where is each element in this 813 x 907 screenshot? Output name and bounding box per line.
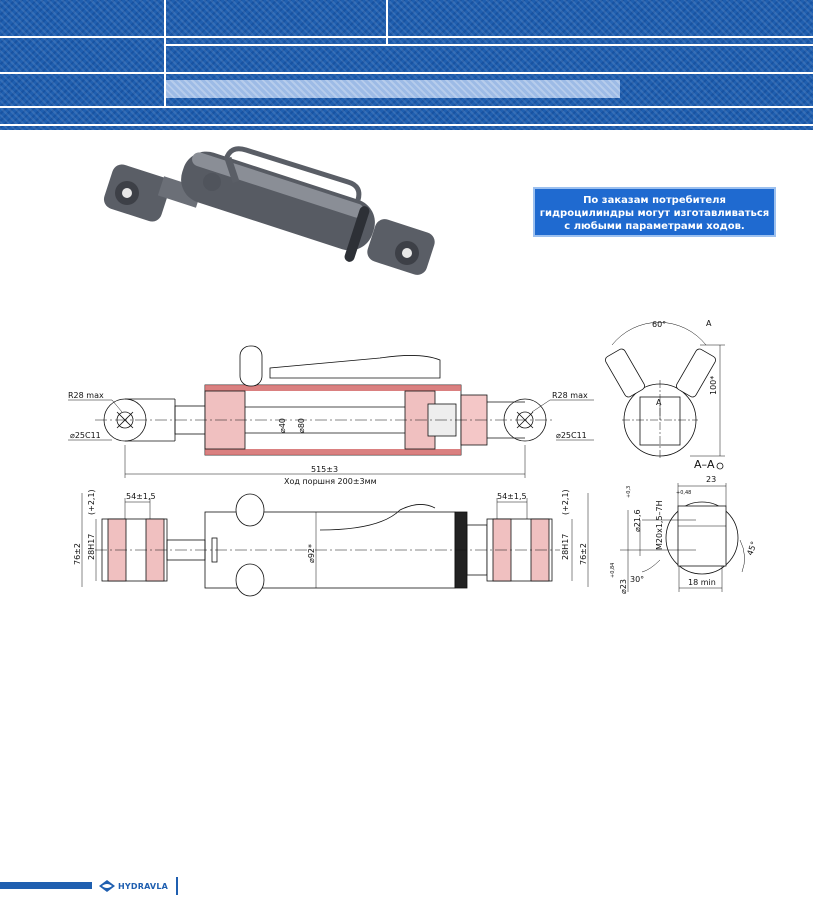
- diameter-21-6-label: ⌀21,6: [633, 509, 642, 532]
- note-line: гидроцилиндры могут изготавливаться: [539, 208, 770, 219]
- brand-name: HYDRAVLA: [118, 881, 169, 891]
- section-mark-top: A: [706, 319, 712, 328]
- port-width-label: 23: [706, 475, 716, 484]
- note-line: По заказам потребителя: [583, 195, 726, 206]
- height-right-label: 76±2: [579, 543, 588, 565]
- overall-length-label: 515±3: [311, 465, 338, 474]
- header-divider: [0, 72, 813, 74]
- min-18-label: 18 min: [688, 578, 716, 587]
- diameter-23-tol: +0,84: [610, 563, 616, 578]
- radius-right-label: R28 max: [552, 391, 588, 400]
- cylinder-3d-render: [103, 146, 435, 275]
- header-column-divider: [386, 0, 388, 44]
- height-100-label: 100*: [709, 376, 718, 395]
- bore-diameter-label: ⌀80: [297, 418, 306, 433]
- tolerance-left-label: (+2,1): [87, 489, 96, 515]
- pin-left-label: ⌀25C11: [70, 431, 101, 440]
- logo-divider: [176, 877, 179, 895]
- logo-icon: [99, 880, 115, 892]
- custom-order-note: По заказам потребителя гидроцилиндры мог…: [533, 187, 776, 237]
- pin-right-label: ⌀25C11: [556, 431, 587, 440]
- footer-bar: [0, 882, 92, 889]
- header-divider: [0, 106, 813, 108]
- width-right-label: 28H17: [561, 534, 570, 560]
- brand-logo: HYDRAVLA: [99, 876, 179, 896]
- end-view: [605, 322, 725, 460]
- rod-diameter-label: ⌀40: [278, 418, 287, 433]
- header-light-bar: [166, 80, 620, 98]
- header-column-divider: [164, 0, 166, 106]
- header-divider: [0, 124, 813, 126]
- section-title: A–A: [694, 458, 715, 471]
- diameter-21-6-tol: +0,3: [626, 486, 632, 498]
- longitudinal-section-view: [68, 345, 594, 478]
- port-depth-label: +0,48: [676, 490, 691, 496]
- angle-30-label: 30°: [630, 575, 644, 584]
- section-mark-center: A: [656, 398, 662, 407]
- slot-right-label: 54±1,5: [497, 492, 527, 501]
- stroke-label: Ход поршня 200±3мм: [284, 477, 377, 486]
- header-divider: [0, 36, 813, 38]
- plan-view: [81, 493, 589, 597]
- angle-60-label: 60°: [652, 320, 666, 329]
- section-aa-view: [620, 462, 745, 592]
- width-left-label: 28H17: [87, 534, 96, 560]
- thread-label: M20x1,5–7H: [655, 500, 664, 550]
- radius-left-label: R28 max: [68, 391, 104, 400]
- slot-left-label: 54±1,5: [126, 492, 156, 501]
- angle-45-label: 45°: [745, 540, 758, 556]
- note-line: с любыми параметрами ходов.: [564, 221, 745, 232]
- header-divider: [166, 44, 813, 46]
- tolerance-right-label: (+2,1): [561, 489, 570, 515]
- height-left-label: 76±2: [73, 543, 82, 565]
- body-diameter-label: ⌀92*: [307, 544, 316, 563]
- diameter-23-label: ⌀23: [619, 579, 628, 594]
- header-band: [0, 0, 813, 130]
